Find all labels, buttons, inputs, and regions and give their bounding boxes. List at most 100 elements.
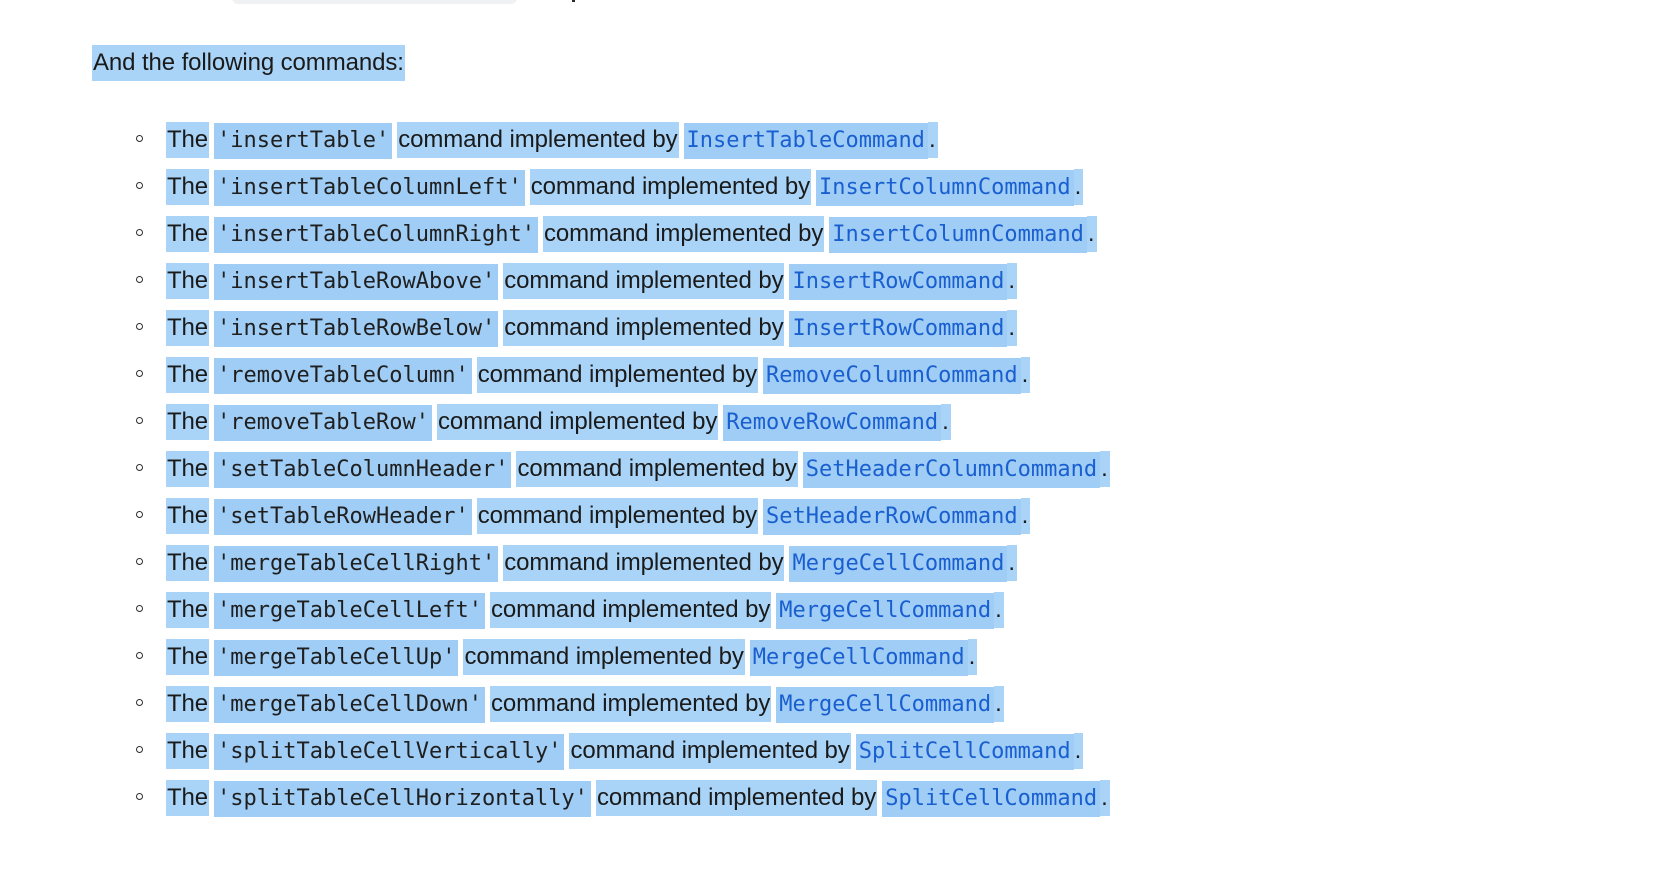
bullet-circle-icon	[136, 510, 143, 518]
command-class-link[interactable]: SplitCellCommand	[855, 733, 1074, 770]
sentence-period: .	[1020, 356, 1031, 393]
command-name-code: 'insertTableColumnLeft'	[214, 169, 525, 206]
list-item: The'insertTableRowBelow'command implemen…	[92, 304, 1110, 351]
list-item: The'setTableColumnHeader'command impleme…	[92, 445, 1110, 492]
command-description: The'insertTableRowAbove'command implemen…	[166, 262, 1018, 300]
sentence-period: .	[927, 121, 938, 158]
command-description: The'removeTableRow'command implemented b…	[166, 403, 951, 441]
command-class-link[interactable]: RemoveColumnCommand	[763, 357, 1021, 394]
command-prefix: The	[166, 779, 210, 816]
bullet-circle-icon	[136, 651, 143, 659]
sentence-period: .	[941, 403, 951, 440]
list-item: The'splitTableCellHorizontally'command i…	[92, 774, 1110, 821]
command-description: The'setTableRowHeader'command implemente…	[166, 497, 1031, 535]
command-middle-text: command implemented by	[569, 732, 851, 769]
command-prefix: The	[166, 403, 210, 440]
command-class-link[interactable]: InsertTableCommand	[683, 122, 928, 159]
command-class-link[interactable]: SetHeaderColumnCommand	[802, 451, 1101, 488]
bullet-circle-icon	[136, 698, 143, 706]
command-prefix: The	[166, 638, 210, 675]
command-prefix: The	[166, 356, 210, 393]
command-middle-text: command implemented by	[436, 403, 719, 440]
command-name-code: 'removeTableRow'	[214, 404, 432, 441]
command-middle-text: command implemented by	[595, 779, 878, 816]
command-prefix: The	[166, 544, 210, 581]
sentence-period: .	[994, 591, 1004, 628]
command-class-link[interactable]: MergeCellCommand	[789, 545, 1008, 582]
command-class-link[interactable]: InsertRowCommand	[789, 310, 1008, 347]
bullet-circle-icon	[136, 416, 143, 424]
bullet-circle-icon	[136, 557, 143, 565]
bullet-circle-icon	[136, 322, 143, 330]
command-name-code: 'insertTableRowBelow'	[214, 310, 499, 347]
command-class-link[interactable]: InsertRowCommand	[789, 263, 1008, 300]
command-description: The'removeTableColumn'command implemente…	[166, 356, 1031, 394]
command-middle-text: command implemented by	[397, 121, 679, 158]
list-item: The'mergeTableCellLeft'command implement…	[92, 586, 1110, 633]
command-middle-text: command implemented by	[463, 638, 745, 675]
list-item: The'setTableRowHeader'command implemente…	[92, 492, 1110, 539]
command-class-link[interactable]: InsertColumnCommand	[829, 216, 1087, 253]
command-description: The'insertTableRowBelow'command implemen…	[166, 309, 1018, 347]
command-description: The'splitTableCellVertically'command imp…	[166, 732, 1084, 770]
command-description: The'mergeTableCellDown'command implement…	[166, 685, 1004, 723]
bullet-circle-icon	[136, 228, 143, 236]
command-prefix: The	[166, 450, 210, 487]
command-class-link[interactable]: InsertColumnCommand	[815, 169, 1074, 206]
command-prefix: The	[166, 215, 210, 252]
command-name-code: 'insertTableRowAbove'	[214, 263, 499, 300]
command-name-code: 'setTableColumnHeader'	[214, 451, 512, 488]
list-item: The'removeTableRow'command implemented b…	[92, 398, 1110, 445]
command-name-code: 'mergeTableCellDown'	[214, 686, 485, 723]
list-item: The'insertTableColumnLeft'command implem…	[92, 163, 1110, 210]
command-name-code: 'splitTableCellHorizontally'	[214, 780, 591, 817]
command-middle-text: command implemented by	[503, 262, 785, 299]
command-class-link[interactable]: SplitCellCommand	[882, 780, 1101, 817]
list-item: The'mergeTableCellRight'command implemen…	[92, 539, 1110, 586]
list-item: The'insertTableRowAbove'command implemen…	[92, 257, 1110, 304]
list-item: The'insertTableColumnRight'command imple…	[92, 210, 1110, 257]
command-middle-text: command implemented by	[489, 685, 772, 722]
command-name-code: 'setTableRowHeader'	[214, 498, 472, 535]
bullet-circle-icon	[136, 604, 143, 612]
command-middle-text: command implemented by	[503, 544, 785, 581]
command-middle-text: command implemented by	[529, 168, 811, 205]
command-class-link[interactable]: SetHeaderRowCommand	[763, 498, 1021, 535]
command-description: The'setTableColumnHeader'command impleme…	[166, 450, 1110, 488]
bullet-circle-icon	[136, 181, 143, 189]
command-prefix: The	[166, 309, 210, 346]
bullet-circle-icon	[136, 369, 143, 377]
sentence-period: .	[1007, 309, 1018, 346]
list-item: The'removeTableColumn'command implemente…	[92, 351, 1110, 398]
command-description: The'insertTableColumnRight'command imple…	[166, 215, 1097, 253]
command-name-code: 'mergeTableCellUp'	[214, 639, 459, 676]
command-name-code: 'mergeTableCellLeft'	[214, 592, 485, 629]
sentence-period: .	[1073, 732, 1084, 769]
command-middle-text: command implemented by	[542, 215, 825, 252]
command-name-code: 'splitTableCellVertically'	[214, 733, 565, 770]
command-prefix: The	[166, 168, 210, 205]
command-description: The'insertTableColumnLeft'command implem…	[166, 168, 1084, 206]
command-description: The'splitTableCellHorizontally'command i…	[166, 779, 1110, 817]
command-class-link[interactable]: MergeCellCommand	[776, 592, 995, 629]
command-name-code: 'insertTable'	[214, 122, 393, 159]
command-prefix: The	[166, 685, 210, 722]
command-prefix: The	[166, 591, 210, 628]
bullet-circle-icon	[136, 134, 143, 142]
command-class-link[interactable]: MergeCellCommand	[776, 686, 995, 723]
clipped-text-caret	[572, 0, 575, 2]
command-prefix: The	[166, 121, 210, 158]
command-class-link[interactable]: MergeCellCommand	[749, 639, 968, 676]
command-middle-text: command implemented by	[476, 356, 758, 393]
intro-text: And the following commands:	[92, 45, 405, 81]
list-item: The'mergeTableCellUp'command implemented…	[92, 633, 1110, 680]
sentence-period: .	[1073, 168, 1084, 205]
command-class-link[interactable]: RemoveRowCommand	[723, 404, 942, 441]
command-middle-text: command implemented by	[489, 591, 772, 628]
bullet-circle-icon	[136, 275, 143, 283]
sentence-period: .	[994, 685, 1004, 722]
